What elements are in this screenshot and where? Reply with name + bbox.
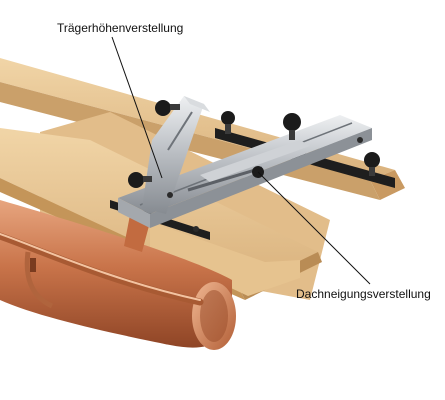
gutter-bracket xyxy=(24,251,54,309)
gutter-end-inner xyxy=(200,290,228,342)
knob-rear-left xyxy=(221,111,235,134)
bracket-clip xyxy=(30,258,36,272)
pitch-slider xyxy=(200,140,310,182)
gutter-bead xyxy=(0,232,204,306)
callout-roof-pitch-adjustment: Dachneigungsverstellung xyxy=(296,287,431,301)
leader-line-carrier xyxy=(111,36,163,179)
alu-rail-front xyxy=(150,128,372,228)
copper-gutter xyxy=(0,200,232,348)
screw xyxy=(193,226,199,232)
leader-line-pitch xyxy=(257,171,371,285)
alu-rail-end xyxy=(118,198,150,228)
gutter-bead-highlight xyxy=(0,233,201,301)
carrier-upright-side xyxy=(184,96,210,112)
knob-left xyxy=(128,172,152,188)
fascia-board xyxy=(150,222,300,296)
pitch-rod xyxy=(187,166,263,192)
screw xyxy=(167,192,173,198)
knob-right xyxy=(364,152,380,176)
callout-carrier-height-adjustment: Trägerhöhenverstellung xyxy=(57,21,184,35)
screw xyxy=(357,137,363,143)
knob-rear-mid xyxy=(283,113,301,140)
knob-top-left xyxy=(155,100,180,116)
carrier-upright-face xyxy=(142,96,204,214)
carrier-slot xyxy=(167,111,193,151)
